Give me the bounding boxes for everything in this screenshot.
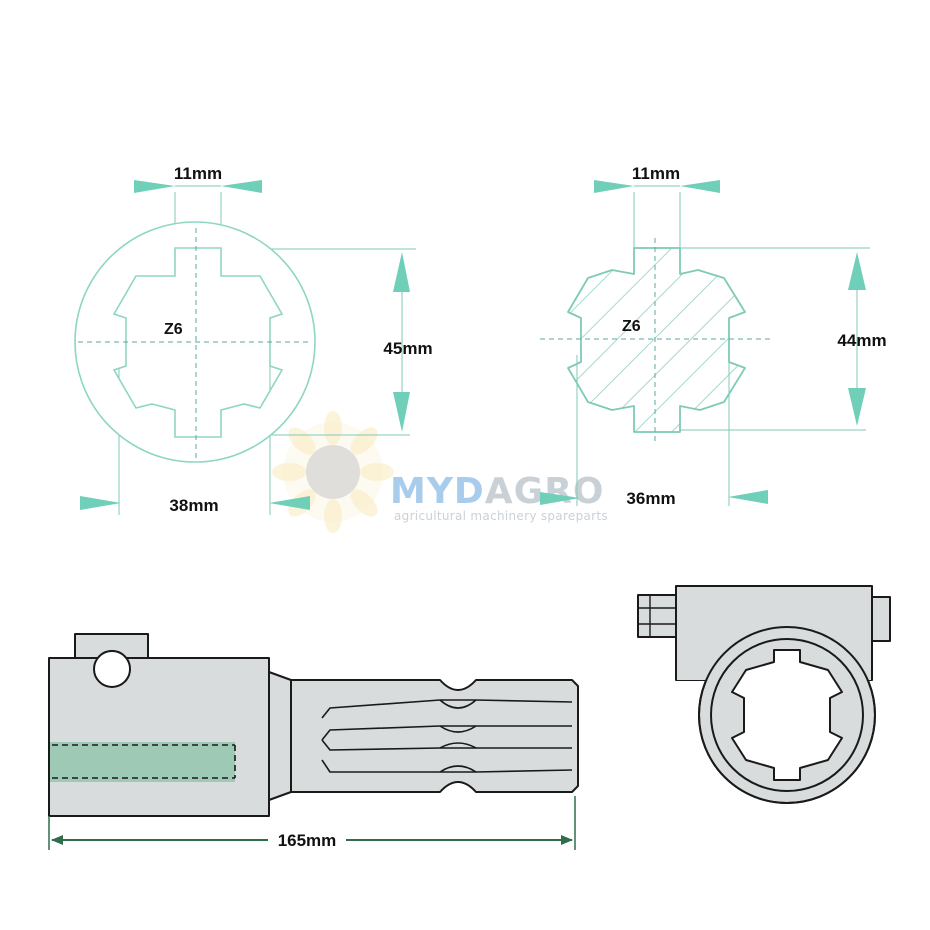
female-tooth-width-dimension: 11mm [134,164,262,193]
svg-text:MYDAGRO: MYDAGRO [390,471,605,512]
female-inner-dimension: 38mm [80,496,310,515]
female-inner-value: 38mm [169,496,218,515]
female-body [48,657,270,817]
male-tooth-width-dimension: 11mm [594,164,720,193]
male-outer-value: 44mm [837,331,886,350]
female-spline-profile: Z6 11mm 45mm 38mm [74,164,433,515]
female-outer-value: 45mm [383,339,432,358]
splined-bore [731,649,843,781]
male-shaft [290,679,579,793]
male-inner-value: 36mm [626,489,675,508]
internal-bore [50,742,235,782]
overall-length-dimension: 165mm [48,796,576,850]
female-spline-label: Z6 [164,321,183,338]
brand-tagline: agricultural machinery spareparts [394,509,608,523]
adapter-side-view [48,633,579,817]
male-spline-profile: Z6 11mm 44mm 36mm [540,164,887,508]
male-outer-dimension: 44mm [837,252,887,426]
male-tooth-width-value: 11mm [632,164,680,183]
brand-prefix: MYD [390,471,485,512]
male-spline-label: Z6 [622,318,641,335]
watermark-logo: MYDAGRO agricultural machinery sparepart… [272,411,608,533]
overall-length-value: 165mm [278,831,337,850]
lock-pin [637,594,679,638]
adapter-end-view [637,585,891,804]
female-outer-dimension: 45mm [383,252,433,432]
male-inner-dimension: 36mm [540,489,768,508]
female-tooth-width-value: 11mm [174,164,222,183]
brand-suffix: AGRO [485,471,605,512]
sunflower-icon [272,411,394,533]
